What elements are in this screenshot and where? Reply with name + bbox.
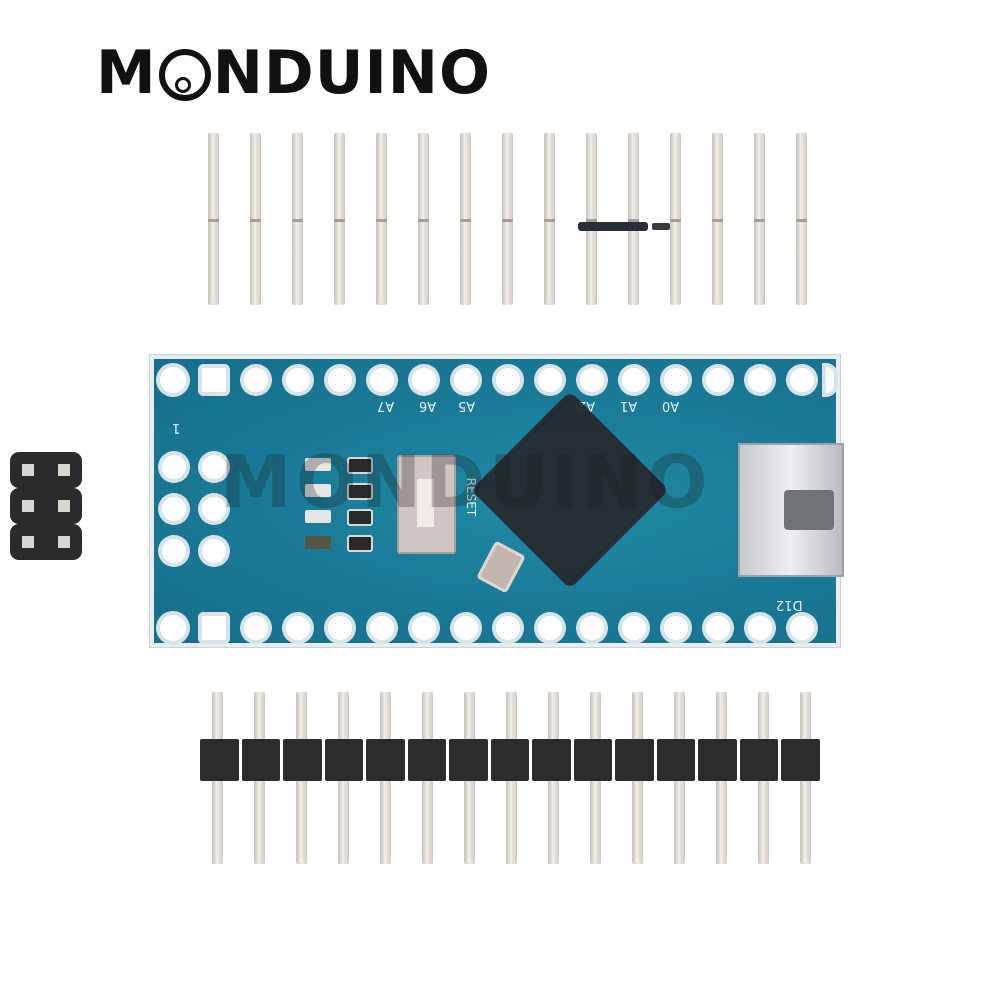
pin-hole [328,616,352,640]
led [305,510,331,523]
pin [670,133,681,305]
logo-text-rest: NDUINO [212,38,492,108]
header-housing [200,739,820,781]
pin-hole [748,368,772,392]
pin [544,133,555,305]
solder-mark [578,222,648,231]
resistor [347,457,373,474]
pin-hole [370,616,394,640]
pin [712,133,723,305]
reset-button[interactable] [397,455,456,554]
pin-hole [202,368,226,392]
pin-hole [622,616,646,640]
pin [418,133,429,305]
loose-header-pins [208,133,808,313]
pin-hole [580,368,604,392]
silk-label: A7 [377,398,395,413]
mount-hole [826,367,834,393]
pin [376,133,387,305]
silk-label: 1 [172,420,181,435]
silk-label: D12 [776,597,803,612]
pin [250,133,261,305]
logo-text-m: M [96,38,157,108]
pin-hole [286,368,310,392]
pin-hole [202,539,226,563]
pin-hole [328,368,352,392]
pin-hole [162,497,186,521]
resistor [347,535,373,552]
pin-hole [580,616,604,640]
pin-hole [664,368,688,392]
pin [796,133,807,305]
pin-hole [622,368,646,392]
pin-hole [412,368,436,392]
pin-header-strip [200,692,820,872]
pin-hole [454,368,478,392]
pin-hole [202,455,226,479]
pin [754,133,765,305]
pin-hole [664,616,688,640]
pin-hole [706,616,730,640]
pin [628,133,639,305]
pin-hole [162,455,186,479]
pin [586,133,597,305]
resistor [347,509,373,526]
led [305,484,331,497]
pin-hole [244,616,268,640]
mount-hole [160,615,186,641]
pin-hole [538,616,562,640]
mini-usb-port[interactable] [738,443,844,577]
pin-hole [496,616,520,640]
pin [502,133,513,305]
pin-hole [748,616,772,640]
pin-hole [496,368,520,392]
pin [334,133,345,305]
silk-label: A5 [458,398,476,413]
nano-pcb [150,355,840,647]
mount-hole [160,367,186,393]
resistor [347,483,373,500]
brand-logo: M NDUINO [96,38,491,108]
pin-hole [286,616,310,640]
pin [208,133,219,305]
planet-logo-icon [158,49,211,101]
led [305,536,331,549]
silk-label: A0 [662,398,680,413]
pin-hole [202,497,226,521]
icsp-header-2x3 [10,452,82,560]
pin-hole [790,616,814,640]
watermark: MONDUINO [220,440,712,524]
pin-hole [370,368,394,392]
led [305,458,331,471]
silk-label: A1 [620,398,638,413]
pin-hole [454,616,478,640]
pin [460,133,471,305]
pin-hole [244,368,268,392]
pin-hole [790,368,814,392]
pin-hole [538,368,562,392]
silk-label: A6 [419,398,437,413]
pin-hole [202,616,226,640]
pin-hole [706,368,730,392]
pin-hole [412,616,436,640]
pin-hole [162,539,186,563]
solder-mark [652,223,670,230]
pin [292,133,303,305]
